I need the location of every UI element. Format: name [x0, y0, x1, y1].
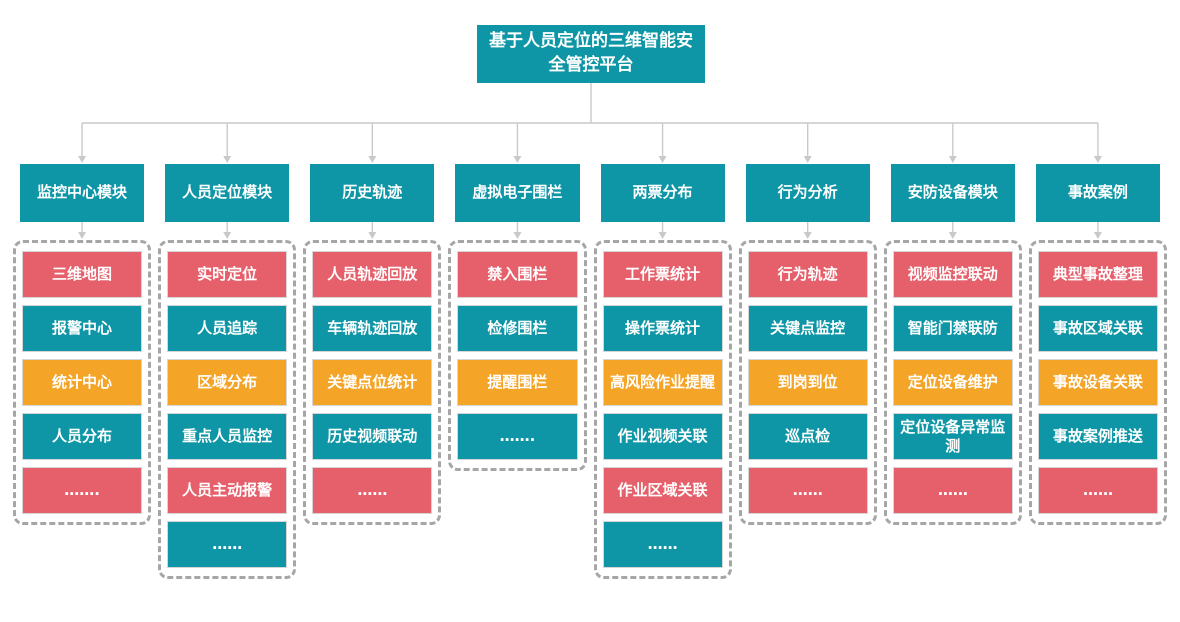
- column-behavior-analysis: 行为分析 行为轨迹 关键点监控 到岗到位 巡点检 ……: [738, 164, 877, 579]
- module-item[interactable]: 事故案例推送: [1037, 413, 1158, 460]
- column-accident-case: 事故案例 典型事故整理 事故区域关联 事故设备关联 事故案例推送 ……: [1028, 164, 1167, 579]
- column-history-track: 历史轨迹 人员轨迹回放 车辆轨迹回放 关键点位统计 历史视频联动 ……: [303, 164, 442, 579]
- module-header-security-equipment[interactable]: 安防设备模块: [890, 164, 1015, 222]
- module-items-panel: 实时定位 人员追踪 区域分布 重点人员监控 人员主动报警 ……: [158, 240, 297, 579]
- module-header-virtual-fence[interactable]: 虚拟电子围栏: [455, 164, 580, 222]
- module-item[interactable]: 高风险作业提醒: [602, 359, 723, 406]
- module-item[interactable]: 定位设备异常监测: [892, 413, 1013, 460]
- module-item[interactable]: …….: [457, 413, 578, 460]
- module-item[interactable]: 提醒围栏: [457, 359, 578, 406]
- module-item[interactable]: 巡点检: [747, 413, 868, 460]
- module-items-panel: 行为轨迹 关键点监控 到岗到位 巡点检 ……: [738, 240, 877, 525]
- module-item[interactable]: 操作票统计: [602, 305, 723, 352]
- column-personnel-positioning: 人员定位模块 实时定位 人员追踪 区域分布 重点人员监控 人员主动报警 ……: [158, 164, 297, 579]
- module-item[interactable]: 作业视频关联: [602, 413, 723, 460]
- module-item[interactable]: ……: [602, 521, 723, 568]
- module-item[interactable]: 关键点监控: [747, 305, 868, 352]
- column-monitoring-center: 监控中心模块 三维地图 报警中心 统计中心 人员分布 …….: [13, 164, 152, 579]
- module-item[interactable]: 关键点位统计: [312, 359, 433, 406]
- module-header-monitoring-center[interactable]: 监控中心模块: [20, 164, 145, 222]
- module-header-accident-case[interactable]: 事故案例: [1035, 164, 1160, 222]
- module-item[interactable]: ……: [892, 467, 1013, 514]
- module-item[interactable]: 视频监控联动: [892, 251, 1013, 298]
- module-items-panel: 人员轨迹回放 车辆轨迹回放 关键点位统计 历史视频联动 ……: [303, 240, 442, 525]
- module-item[interactable]: 报警中心: [22, 305, 143, 352]
- module-header-behavior-analysis[interactable]: 行为分析: [745, 164, 870, 222]
- module-item[interactable]: 人员追踪: [167, 305, 288, 352]
- module-item[interactable]: ……: [312, 467, 433, 514]
- module-item[interactable]: 车辆轨迹回放: [312, 305, 433, 352]
- module-item[interactable]: ……: [747, 467, 868, 514]
- column-two-ticket: 两票分布 工作票统计 操作票统计 高风险作业提醒 作业视频关联 作业区域关联 ……: [593, 164, 732, 579]
- module-item[interactable]: 作业区域关联: [602, 467, 723, 514]
- module-items-panel: 视频监控联动 智能门禁联防 定位设备维护 定位设备异常监测 ……: [883, 240, 1022, 525]
- module-item[interactable]: 智能门禁联防: [892, 305, 1013, 352]
- module-item[interactable]: 统计中心: [22, 359, 143, 406]
- module-items-panel: 工作票统计 操作票统计 高风险作业提醒 作业视频关联 作业区域关联 ……: [593, 240, 732, 579]
- module-items-panel: 禁入围栏 检修围栏 提醒围栏 …….: [448, 240, 587, 471]
- module-item[interactable]: 定位设备维护: [892, 359, 1013, 406]
- module-item[interactable]: ……: [1037, 467, 1158, 514]
- root-node[interactable]: 基于人员定位的三维智能安全管控平台: [477, 25, 705, 83]
- module-item[interactable]: 到岗到位: [747, 359, 868, 406]
- module-item[interactable]: 历史视频联动: [312, 413, 433, 460]
- diagram-columns: 监控中心模块 三维地图 报警中心 统计中心 人员分布 ……. 人员定位模块 实时…: [13, 164, 1167, 579]
- module-items-panel: 典型事故整理 事故区域关联 事故设备关联 事故案例推送 ……: [1028, 240, 1167, 525]
- module-items-panel: 三维地图 报警中心 统计中心 人员分布 …….: [13, 240, 152, 525]
- module-item[interactable]: 人员分布: [22, 413, 143, 460]
- module-item[interactable]: 事故区域关联: [1037, 305, 1158, 352]
- module-item[interactable]: …….: [22, 467, 143, 514]
- module-header-history-track[interactable]: 历史轨迹: [310, 164, 435, 222]
- column-virtual-fence: 虚拟电子围栏 禁入围栏 检修围栏 提醒围栏 …….: [448, 164, 587, 579]
- module-item[interactable]: ……: [167, 521, 288, 568]
- module-item[interactable]: 区域分布: [167, 359, 288, 406]
- module-item[interactable]: 重点人员监控: [167, 413, 288, 460]
- module-item[interactable]: 典型事故整理: [1037, 251, 1158, 298]
- module-item[interactable]: 人员轨迹回放: [312, 251, 433, 298]
- module-item[interactable]: 工作票统计: [602, 251, 723, 298]
- module-item[interactable]: 行为轨迹: [747, 251, 868, 298]
- column-security-equipment: 安防设备模块 视频监控联动 智能门禁联防 定位设备维护 定位设备异常监测 ……: [883, 164, 1022, 579]
- module-header-two-ticket[interactable]: 两票分布: [600, 164, 725, 222]
- module-item[interactable]: 人员主动报警: [167, 467, 288, 514]
- module-item[interactable]: 检修围栏: [457, 305, 578, 352]
- module-item[interactable]: 禁入围栏: [457, 251, 578, 298]
- module-item[interactable]: 实时定位: [167, 251, 288, 298]
- module-item[interactable]: 事故设备关联: [1037, 359, 1158, 406]
- module-item[interactable]: 三维地图: [22, 251, 143, 298]
- module-header-personnel-positioning[interactable]: 人员定位模块: [165, 164, 290, 222]
